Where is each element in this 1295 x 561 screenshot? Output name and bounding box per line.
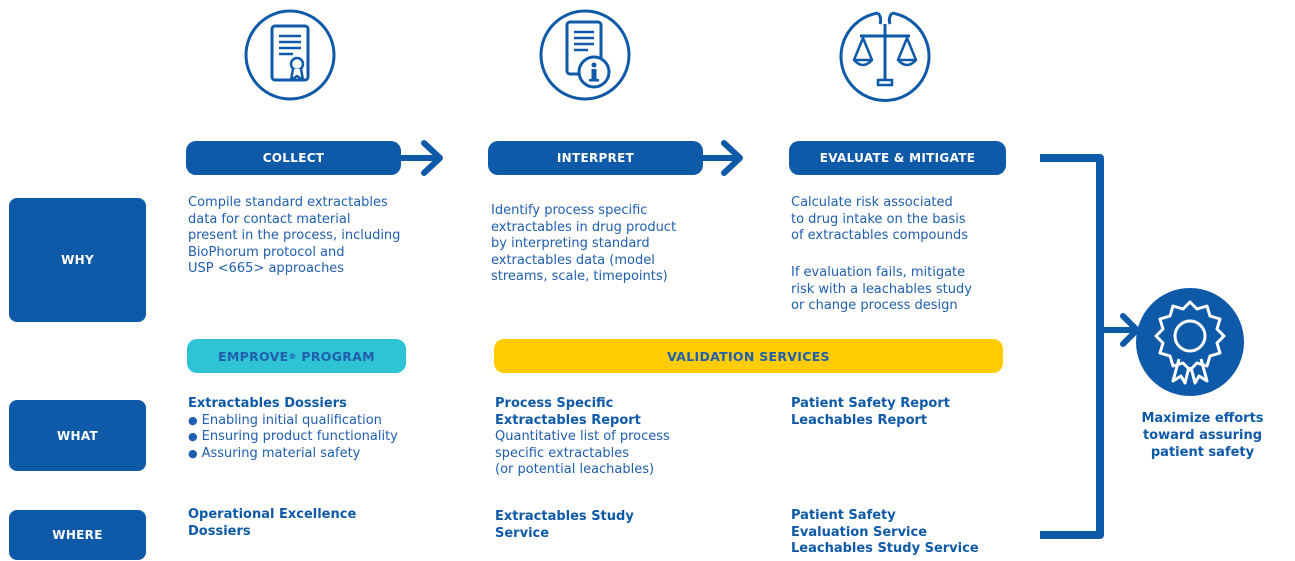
validation-services-badge: VALIDATION SERVICES (494, 339, 1003, 373)
where-evaluate-text: Patient Safety Evaluation Service Leacha… (791, 508, 979, 556)
empower-program-badge: EMPROVE® PROGRAM (187, 339, 406, 373)
list-item: Enabling initial qualification (188, 413, 448, 430)
row-label-where: WHERE (9, 510, 146, 560)
arrow-right-icon (700, 140, 743, 176)
row-label-why: WHY (9, 198, 146, 322)
outcome-label: Maximize efforts toward assuring patient… (1141, 411, 1264, 460)
step-interpret: INTERPRET (488, 141, 703, 175)
info-document-icon (539, 9, 631, 101)
why-mitigate-text: If evaluation fails, mitigate risk with … (791, 265, 972, 313)
list-item: Ensuring product functionality (188, 429, 448, 446)
certificate-document-icon (244, 9, 336, 101)
award-rosette-icon (1136, 288, 1244, 396)
step-collect: COLLECT (186, 141, 401, 175)
what-evaluate-text: Patient Safety Report Leachables Report (791, 396, 950, 428)
bracket-connector (1040, 154, 1140, 539)
balance-scale-icon (839, 11, 931, 102)
step-evaluate-mitigate: EVALUATE & MITIGATE (789, 141, 1006, 175)
list-item: Assuring material safety (188, 446, 448, 463)
what-collect-text: Extractables Dossiers Enabling initial q… (188, 396, 448, 462)
why-collect-text: Compile standard extractables data for c… (188, 195, 401, 276)
why-interpret-text: Identify process specific extractables i… (491, 203, 677, 284)
what-interpret-text: Process Specific Extractables Report Qua… (495, 396, 670, 477)
arrow-right-icon (400, 140, 443, 176)
why-evaluate-text: Calculate risk associated to drug intake… (791, 195, 968, 243)
where-collect-text: Operational Excellence Dossiers (188, 507, 357, 539)
row-label-what: WHAT (9, 400, 146, 471)
where-interpret-text: Extractables Study Service (495, 509, 634, 541)
